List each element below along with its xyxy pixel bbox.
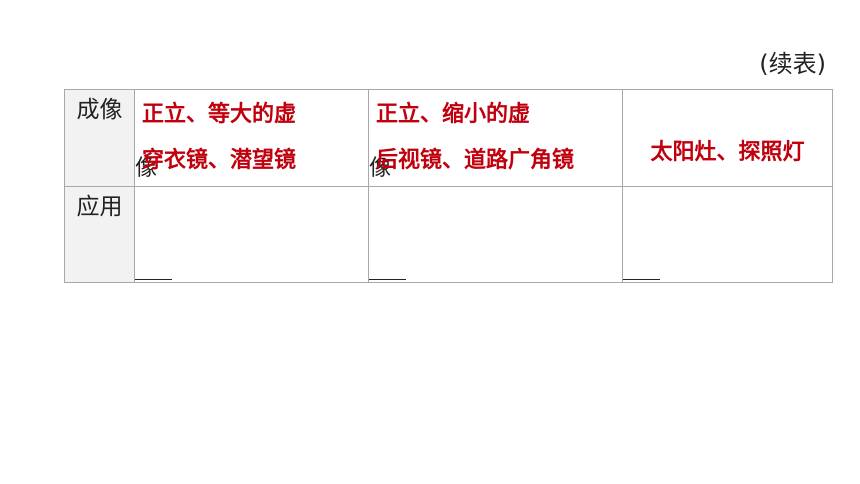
answer-blank-line bbox=[623, 279, 660, 280]
cell-application-3 bbox=[622, 186, 833, 283]
optics-table: 成像 正立、等大的虚 穿衣镜、潜望镜 像 正立、缩小的虚 后视镜、道路广角镜 像… bbox=[64, 89, 833, 283]
wrap-char-1: 像 bbox=[135, 156, 158, 181]
image-answer-2: 正立、缩小的虚 bbox=[376, 102, 531, 127]
table-row-application: 应用 bbox=[64, 186, 833, 283]
cell-convex-mirror: 正立、缩小的虚 后视镜、道路广角镜 像 bbox=[368, 89, 623, 187]
application-answer-3: 太阳灶、探照灯 bbox=[650, 140, 805, 165]
answer-blank-line bbox=[135, 279, 172, 280]
continued-label: (续表) bbox=[759, 50, 826, 78]
application-answer-2: 后视镜、道路广角镜 bbox=[376, 148, 575, 173]
cell-application-2 bbox=[368, 186, 623, 283]
table-row-image: 成像 正立、等大的虚 穿衣镜、潜望镜 像 正立、缩小的虚 后视镜、道路广角镜 像… bbox=[64, 89, 833, 187]
cell-concave-mirror: 太阳灶、探照灯 bbox=[622, 89, 833, 187]
row-header-application: 应用 bbox=[64, 186, 135, 283]
image-answer-1: 正立、等大的虚 bbox=[142, 102, 297, 127]
cell-application-1 bbox=[134, 186, 369, 283]
application-answer-1: 穿衣镜、潜望镜 bbox=[142, 148, 297, 173]
cell-plane-mirror: 正立、等大的虚 穿衣镜、潜望镜 像 bbox=[134, 89, 369, 187]
wrap-char-2: 像 bbox=[369, 156, 392, 181]
row-header-image: 成像 bbox=[64, 89, 135, 187]
answer-blank-line bbox=[369, 279, 406, 280]
